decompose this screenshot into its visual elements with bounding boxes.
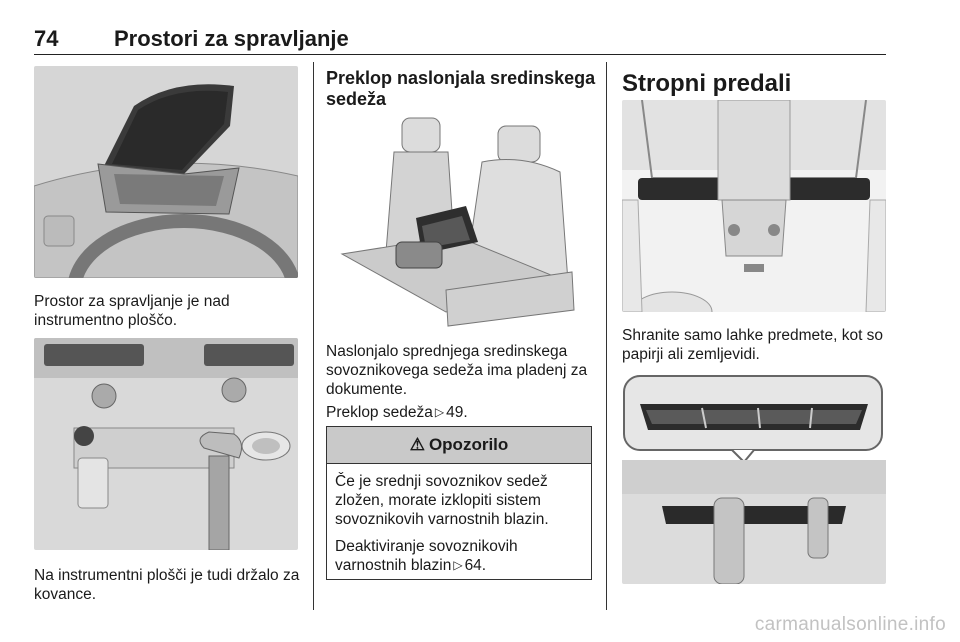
page-number: 74 [34,26,59,51]
warning-paragraph: Če je srednji sovoznikov sedež zložen, m… [335,473,549,528]
body-paragraph: Naslonjalo sprednjega sredinskega sovozn… [326,343,588,398]
seat-reference: Preklop sedeža▷49. [326,403,596,422]
warning-title: Opozorilo [428,435,509,454]
dashboard-storage-illustration [34,66,298,278]
ceiling-storage-detail-illustration [622,374,886,584]
warning-body: Če je srednji sovoznikov sedež zložen, m… [327,464,591,575]
caption-coin-holder: Na instrumentni plošči je tudi držalo za… [34,567,300,603]
column-divider [606,62,607,610]
warning-reference-page-link[interactable]: 64. [464,557,487,574]
warning-header: ⚠ Opozorilo [327,427,591,464]
caption-dashboard-storage: Prostor za spravljanje je nad instrument… [34,293,230,329]
ceiling-compartment-illustration [622,100,886,312]
warning-reference: Deaktiviranje sovoznikovih varnostnih bl… [335,537,583,575]
warning-triangle-icon: ⚠ [409,435,425,454]
reference-arrow-icon: ▷ [434,405,445,419]
column-divider [313,62,314,610]
center-seat-tray-illustration [336,114,580,328]
reference-arrow-icon: ▷ [453,558,463,572]
page-title: Prostori za spravljanje [114,26,349,51]
warning-reference-text: Deaktiviranje sovoznikovih varnostnih bl… [335,538,518,574]
page-header: 74 Prostori za spravljanje [34,24,886,55]
reference-page-link[interactable]: 49. [446,404,468,421]
coin-holder-illustration [34,338,298,550]
watermark: carmanualsonline.info [754,614,946,635]
warning-box: ⚠ Opozorilo Če je srednji sovoznikov sed… [326,426,592,580]
section-heading: Preklop naslonjala sredinskega sedeža [326,68,596,109]
reference-text: Preklop sedeža [326,404,433,421]
body-paragraph: Shranite samo lahke predmete, kot so pap… [622,327,884,363]
section-title: Stropni predali [622,70,792,97]
